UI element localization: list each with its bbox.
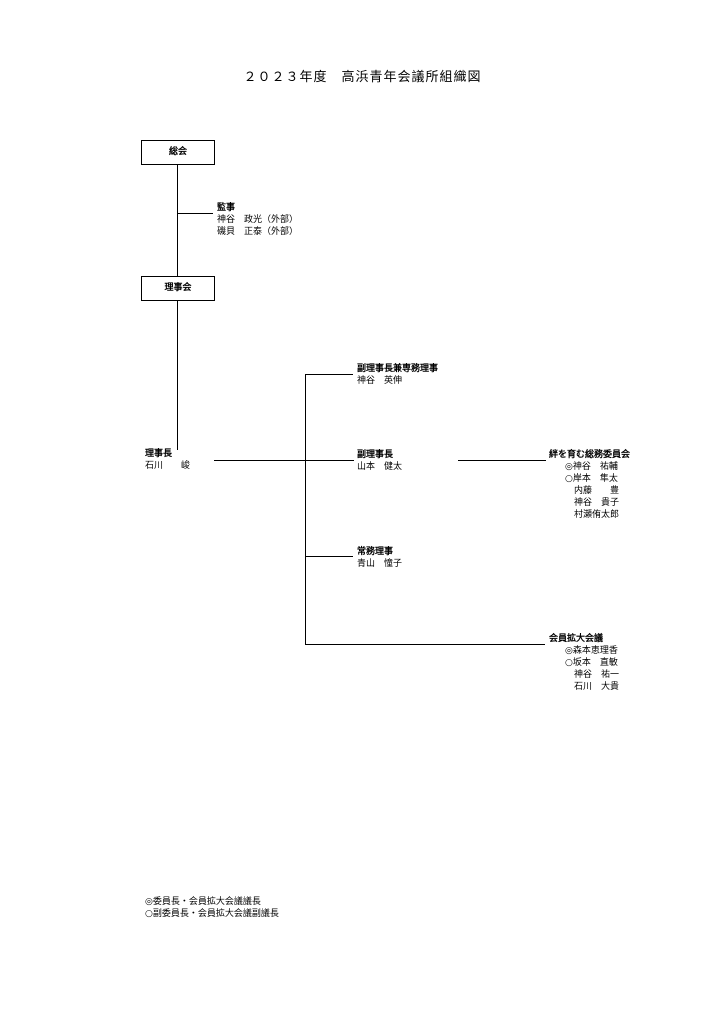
executive-group: 常務理事 青山 憧子 (357, 546, 402, 570)
president-heading: 理事長 (145, 449, 173, 459)
expanded-meeting-heading: 会員拡大会議 (549, 634, 604, 644)
committee-member: 内藤 豊 (565, 486, 620, 496)
committee-member: ◎神谷 祐輔 (565, 462, 618, 472)
vp-managing-name: 神谷 英伸 (357, 376, 403, 386)
general-meeting-label: 総会 (168, 147, 187, 157)
committee-member: 神谷 貴子 (565, 498, 620, 508)
expanded-meeting-member: 神谷 祐一 (565, 670, 620, 680)
committee-member: 村瀬侑太郎 (565, 510, 620, 520)
connector-vp-to-committee (458, 460, 546, 461)
expanded-meeting-member: 石川 大貴 (565, 682, 620, 692)
connector-to-auditors (177, 213, 213, 214)
vp-group: 副理事長 山本 健太 (357, 449, 402, 473)
auditors-group: 監事 神谷 政光（外部） 磯貝 正泰（外部） (217, 202, 298, 238)
vp-managing-group: 副理事長兼専務理事 神谷 英伸 (357, 363, 438, 387)
executive-name: 青山 憧子 (357, 559, 403, 569)
president-group: 理事長 石川 峻 (145, 448, 190, 472)
legend: ◎委員長・会員拡大会議議長 ○副委員長・会員拡大会議副議長 (145, 896, 279, 920)
connector-board-to-president (177, 300, 178, 450)
expanded-meeting-group: 会員拡大会議 ◎森本恵理香 ○坂本 直敏 神谷 祐一 石川 大貴 (549, 633, 619, 693)
committee-kizuna-heading: 絆を育む総務委員会 (549, 450, 631, 460)
board-label: 理事会 (164, 283, 192, 293)
expanded-meeting-member: ○坂本 直敏 (565, 658, 618, 668)
auditor-name: 磯貝 正泰（外部） (217, 227, 299, 237)
connector-general-to-board (177, 164, 178, 276)
connector-to-expanded-meeting (305, 644, 545, 645)
legend-vice-chair: ○副委員長・会員拡大会議副議長 (145, 909, 279, 919)
vp-name: 山本 健太 (357, 462, 403, 472)
connector-president-to-trunk (214, 460, 354, 461)
connector-to-vp-managing (305, 374, 353, 375)
committee-kizuna-group: 絆を育む総務委員会 ◎神谷 祐輔 ○岸本 隼太 内藤 豊 神谷 貴子 村瀬侑太郎 (549, 449, 630, 521)
vp-managing-heading: 副理事長兼専務理事 (357, 364, 439, 374)
legend-chair: ◎委員長・会員拡大会議議長 (145, 897, 261, 907)
auditor-name: 神谷 政光（外部） (217, 215, 299, 225)
board-box: 理事会 (141, 276, 215, 301)
page-title: ２０２３年度 高浜青年会議所組織図 (243, 70, 482, 85)
connector-to-executive (305, 556, 353, 557)
committee-member: ○岸本 隼太 (565, 474, 618, 484)
general-meeting-box: 総会 (141, 140, 215, 165)
vp-heading: 副理事長 (357, 450, 394, 460)
executive-heading: 常務理事 (357, 547, 394, 557)
auditors-heading: 監事 (217, 203, 236, 213)
expanded-meeting-member: ◎森本恵理香 (565, 646, 618, 656)
president-name: 石川 峻 (145, 461, 191, 471)
connector-trunk-vertical (305, 374, 306, 645)
